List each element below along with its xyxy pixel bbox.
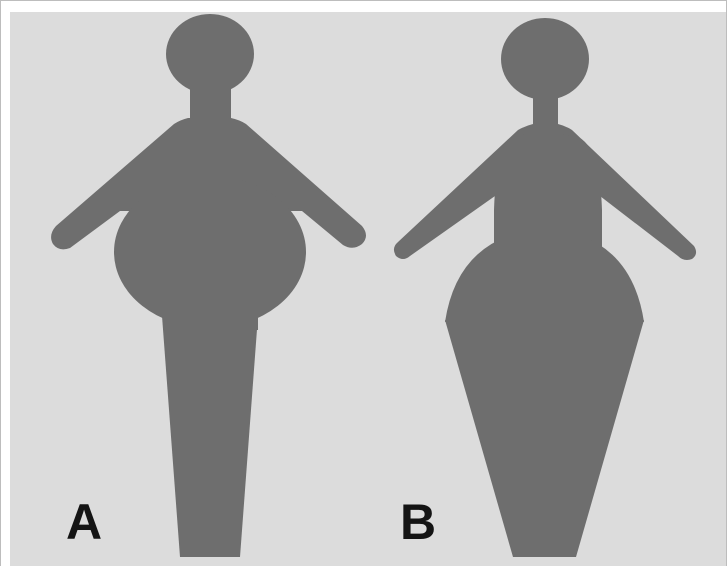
figure-b-label: B <box>400 497 436 547</box>
figure-a-label: A <box>66 497 102 547</box>
